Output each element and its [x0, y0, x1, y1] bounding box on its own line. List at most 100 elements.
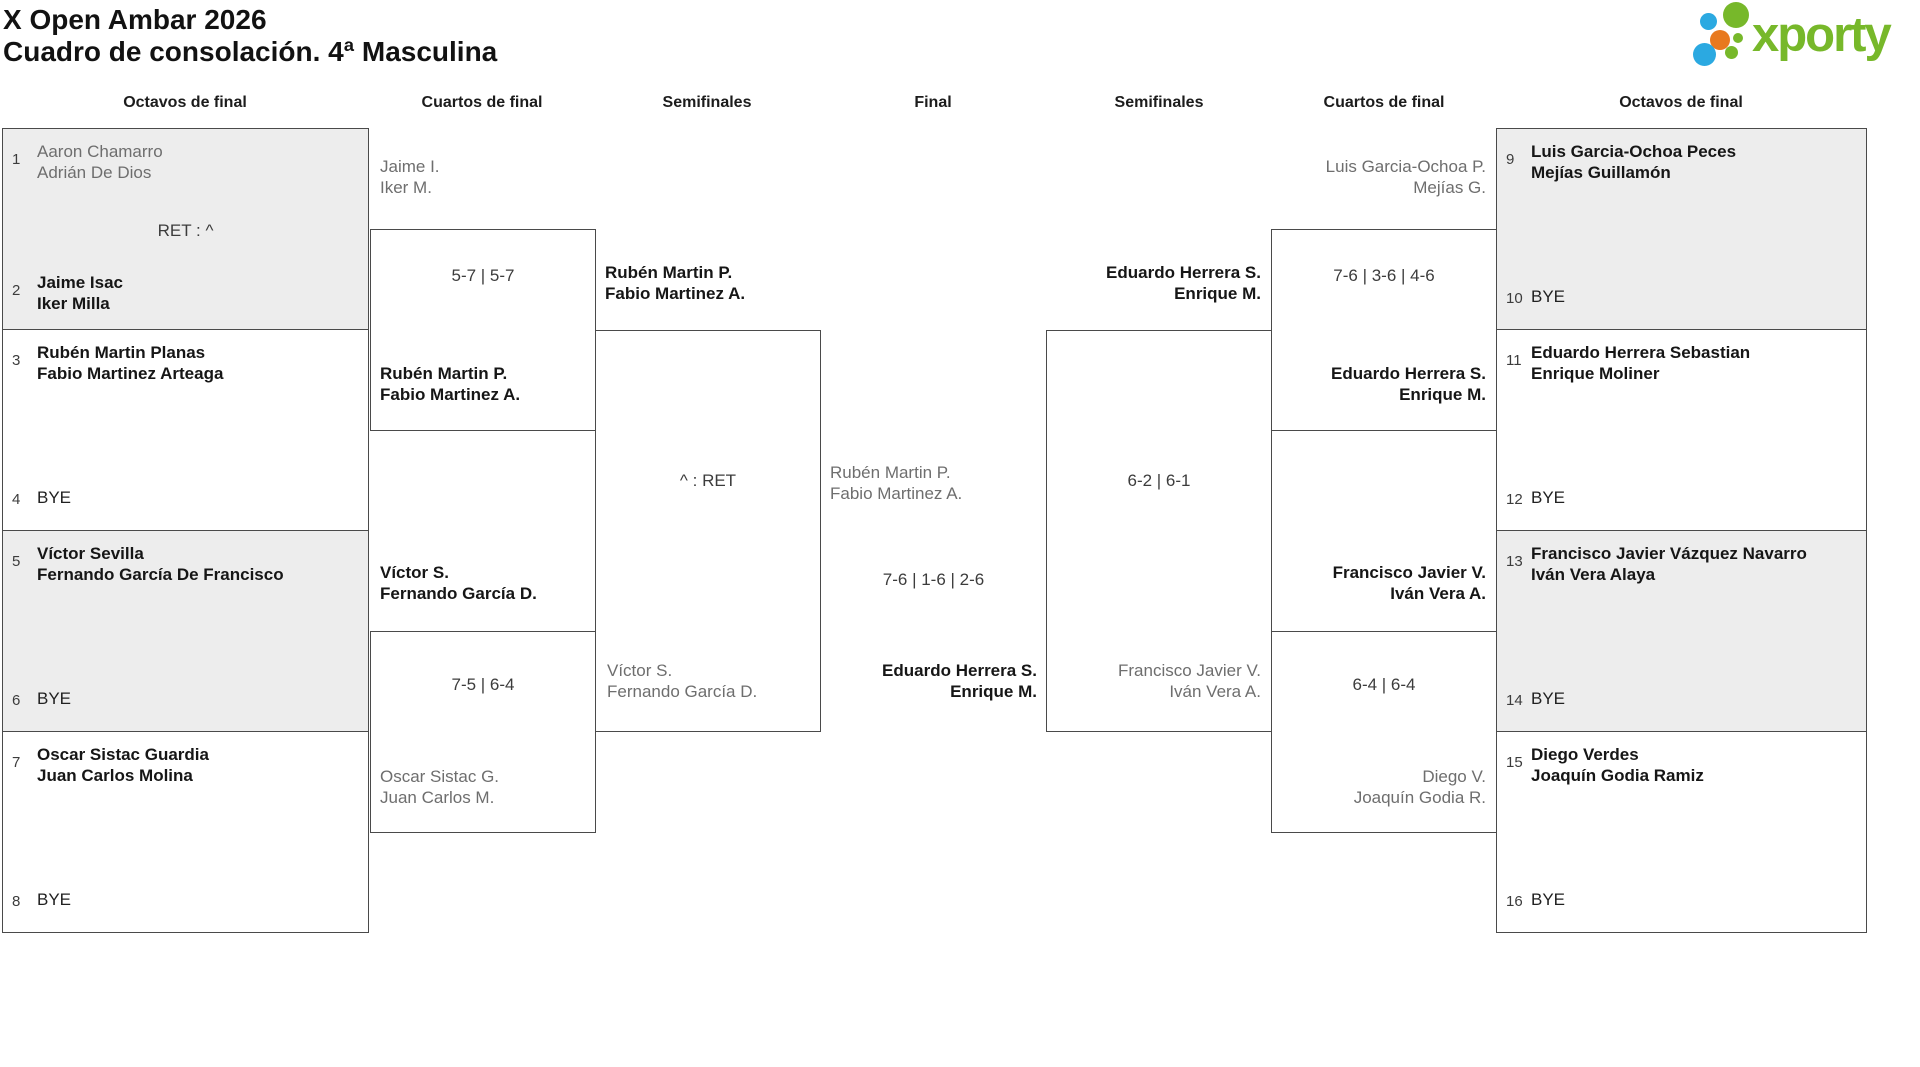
team-name: Rubén Martin P. Fabio Martinez A.	[605, 262, 745, 304]
seed-number: 3	[12, 352, 21, 369]
team-line-2: Mejías Guillamón	[1531, 163, 1671, 182]
team-line-1: Víctor Sevilla	[37, 544, 144, 563]
seed-number: 6	[12, 692, 21, 709]
team-name: Diego Verdes Joaquín Godia Ramiz	[1531, 744, 1704, 786]
team-line-2: Mejías G.	[1413, 178, 1486, 197]
bye-label: BYE	[37, 689, 72, 708]
team-name: Eduardo Herrera S. Enrique M.	[961, 262, 1261, 304]
bye-label: BYE	[37, 890, 72, 909]
bye-label: BYE	[1531, 890, 1566, 909]
team-line-2: Iker M.	[380, 178, 432, 197]
team-line-2: Enrique M.	[1399, 385, 1486, 404]
match-box-octavos-right-4: 15 Diego Verdes Joaquín Godia Ramiz 16 B…	[1496, 731, 1867, 933]
match-box-cuartos-right-1	[1271, 229, 1497, 431]
match-score: ^ : RET	[679, 471, 737, 490]
team-line-1: Aaron Chamarro	[37, 142, 163, 161]
seed-number: 7	[12, 754, 21, 771]
team-line-1: Oscar Sistac G.	[380, 767, 500, 786]
header-cuartos-right: Cuartos de final	[1323, 94, 1445, 111]
team-line-1: Rubén Martin P.	[605, 263, 733, 282]
team-name: Francisco Javier V. Iván Vera A.	[1186, 562, 1486, 604]
page-subtitle: Cuadro de consolación. 4ª Masculina	[3, 36, 498, 67]
match-box-cuartos-right-2	[1271, 631, 1497, 833]
header-cuartos-left: Cuartos de final	[421, 94, 543, 111]
team-name: Rubén Martin Planas Fabio Martinez Artea…	[37, 342, 223, 384]
team-line-1: Víctor S.	[607, 661, 673, 680]
team-line-2: Juan Carlos M.	[380, 788, 495, 807]
team-name: Rubén Martin P. Fabio Martinez A.	[380, 363, 520, 405]
logo-dot-green-tiny-icon	[1733, 33, 1743, 43]
team-name: Eduardo Herrera S. Enrique M.	[737, 660, 1037, 702]
seed-number: 10	[1506, 290, 1523, 307]
seed-number: 2	[12, 282, 21, 299]
match-box-semis-right	[1046, 330, 1272, 732]
seed-number: 4	[12, 491, 21, 508]
xporty-logo[interactable]: xporty	[1690, 2, 1915, 76]
header-final: Final	[914, 94, 952, 111]
team-line-1: Eduardo Herrera S.	[882, 661, 1037, 680]
team-name: Víctor Sevilla Fernando García De Franci…	[37, 543, 284, 585]
seed-number: 16	[1506, 893, 1523, 910]
team-line-1: Oscar Sistac Guardia	[37, 745, 209, 764]
team-line-2: Fernando García D.	[380, 584, 537, 603]
match-score: 7-5 | 6-4	[451, 675, 515, 694]
match-box-semis-left	[595, 330, 821, 732]
team-line-1: Diego V.	[1422, 767, 1486, 786]
team-name: Francisco Javier Vázquez Navarro Iván Ve…	[1531, 543, 1807, 585]
team-line-1: Francisco Javier V.	[1118, 661, 1261, 680]
match-box-octavos-left-1: 1 Aaron Chamarro Adrián De Dios RET : ^ …	[2, 128, 369, 330]
team-line-2: Fernando García D.	[607, 682, 758, 701]
logo-dot-green-big-icon	[1723, 2, 1749, 28]
team-line-2: Fabio Martinez A.	[380, 385, 521, 404]
match-box-octavos-right-1: 9 Luis Garcia-Ochoa Peces Mejías Guillam…	[1496, 128, 1867, 330]
team-line-2: Iván Vera A.	[1169, 682, 1261, 701]
logo-dot-green-small-icon	[1725, 46, 1738, 59]
team-name: Aaron Chamarro Adrián De Dios	[37, 141, 163, 183]
header-semis-right: Semifinales	[1114, 94, 1204, 111]
seed-number: 13	[1506, 553, 1523, 570]
match-score: 5-7 | 5-7	[451, 266, 515, 285]
match-score: 7-6 | 3-6 | 4-6	[1333, 266, 1435, 285]
team-name: Jaime Isac Iker Milla	[37, 272, 123, 314]
team-line-1: Francisco Javier Vázquez Navarro	[1531, 544, 1807, 563]
team-name: Eduardo Herrera Sebastian Enrique Moline…	[1531, 342, 1750, 384]
bye-label: BYE	[1531, 689, 1566, 708]
match-box-octavos-right-3: 13 Francisco Javier Vázquez Navarro Iván…	[1496, 530, 1867, 732]
match-box-octavos-left-3: 5 Víctor Sevilla Fernando García De Fran…	[2, 530, 369, 732]
team-line-1: Eduardo Herrera S.	[1331, 364, 1486, 383]
team-line-2: Enrique M.	[950, 682, 1037, 701]
team-line-1: Jaime Isac	[37, 273, 124, 292]
team-name: Oscar Sistac Guardia Juan Carlos Molina	[37, 744, 209, 786]
seed-number: 1	[12, 151, 21, 168]
header-semis-left: Semifinales	[662, 94, 752, 111]
team-name: Luis Garcia-Ochoa P. Mejías G.	[1186, 156, 1486, 198]
team-line-2: Juan Carlos Molina	[37, 766, 193, 785]
team-line-1: Eduardo Herrera S.	[1106, 263, 1261, 282]
team-line-2: Fabio Martinez Arteaga	[37, 364, 224, 383]
team-line-1: Rubén Martin P.	[830, 463, 951, 482]
team-name: Francisco Javier V. Iván Vera A.	[961, 660, 1261, 702]
team-line-2: Iván Vera Alaya	[1531, 565, 1656, 584]
team-line-2: Fabio Martinez A.	[830, 484, 963, 503]
team-line-2: Joaquín Godia R.	[1353, 788, 1486, 807]
team-line-2: Iker Milla	[37, 294, 110, 313]
header-octavos-right: Octavos de final	[1619, 94, 1743, 111]
team-name: Jaime I. Iker M.	[380, 156, 440, 198]
logo-dot-blue-small-icon	[1700, 13, 1717, 30]
team-line-1: Jaime I.	[380, 157, 440, 176]
seed-number: 11	[1506, 352, 1522, 369]
match-box-octavos-right-2: 11 Eduardo Herrera Sebastian Enrique Mol…	[1496, 329, 1867, 531]
seed-number: 8	[12, 893, 21, 910]
bye-label: BYE	[1531, 287, 1566, 306]
logo-wordmark: xporty	[1752, 8, 1892, 62]
team-name: Eduardo Herrera S. Enrique M.	[1186, 363, 1486, 405]
match-box-cuartos-left-2	[370, 631, 596, 833]
team-line-2: Fernando García De Francisco	[37, 565, 284, 584]
team-name: Rubén Martin P. Fabio Martinez A.	[830, 462, 962, 504]
seed-number: 9	[1506, 151, 1515, 168]
team-line-1: Diego Verdes	[1531, 745, 1639, 764]
team-line-1: Rubén Martin P.	[380, 364, 508, 383]
match-score: 6-4 | 6-4	[1352, 675, 1416, 694]
match-box-octavos-left-4: 7 Oscar Sistac Guardia Juan Carlos Molin…	[2, 731, 369, 933]
